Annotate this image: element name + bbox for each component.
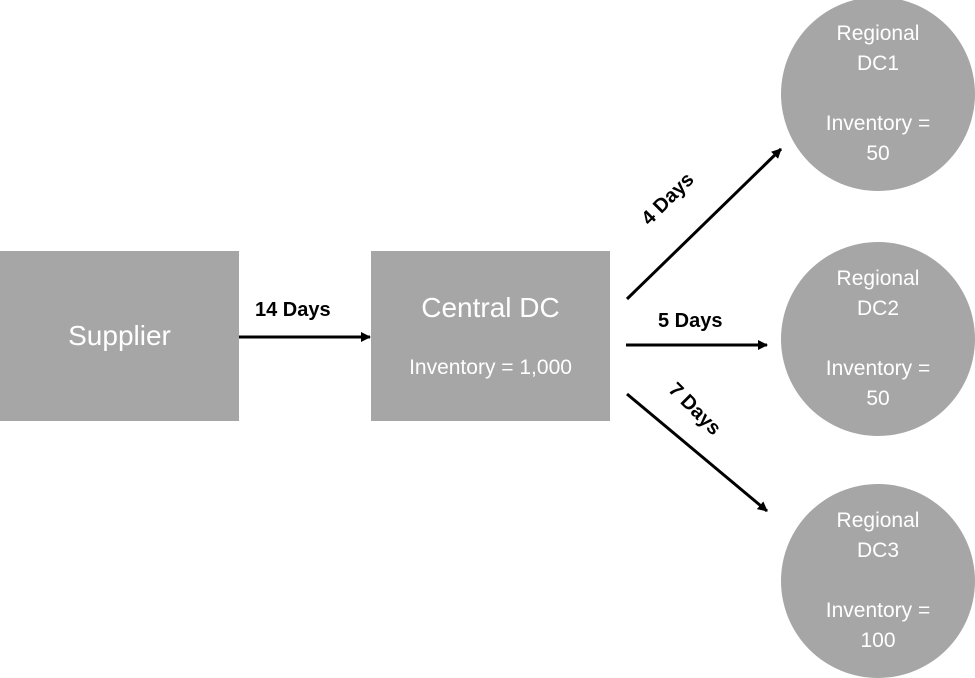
regional-dc3-line4: 100 bbox=[860, 629, 896, 652]
regional-dc2-line4: 50 bbox=[866, 387, 890, 410]
regional-dc3-line2: DC3 bbox=[856, 539, 899, 562]
regional-dc3-line3: Inventory = bbox=[825, 599, 931, 622]
central-dc-node: Central DC Inventory = 1,000 bbox=[371, 251, 610, 421]
regional-dc2-node: Regional DC2 Inventory = 50 bbox=[781, 242, 975, 436]
central-dc-title: Central DC bbox=[421, 292, 560, 323]
regional-dc1-line1: Regional bbox=[836, 22, 920, 45]
regional-dc1-line4: 50 bbox=[866, 142, 890, 165]
edge-central-to-regional1 bbox=[625, 147, 783, 301]
regional-dc2-line1: Regional bbox=[836, 267, 920, 290]
regional-dc2-line2: DC2 bbox=[856, 297, 899, 320]
supplier-label: Supplier bbox=[68, 320, 171, 351]
regional-dc2-line3: Inventory = bbox=[825, 357, 931, 380]
edge-central-to-regional3 bbox=[626, 392, 768, 513]
central-dc-inventory: Inventory = 1,000 bbox=[409, 356, 572, 379]
regional-dc1-node: Regional DC1 Inventory = 50 bbox=[781, 0, 975, 191]
edge-label-14-days: 14 Days bbox=[255, 299, 331, 321]
supplier-node: Supplier bbox=[0, 251, 239, 421]
regional-dc1-line2: DC1 bbox=[856, 52, 899, 75]
regional-dc1-line3: Inventory = bbox=[825, 112, 931, 135]
regional-dc3-node: Regional DC3 Inventory = 100 bbox=[781, 484, 975, 678]
edge-label-5-days: 5 Days bbox=[658, 310, 723, 332]
regional-dc3-line1: Regional bbox=[836, 509, 920, 532]
